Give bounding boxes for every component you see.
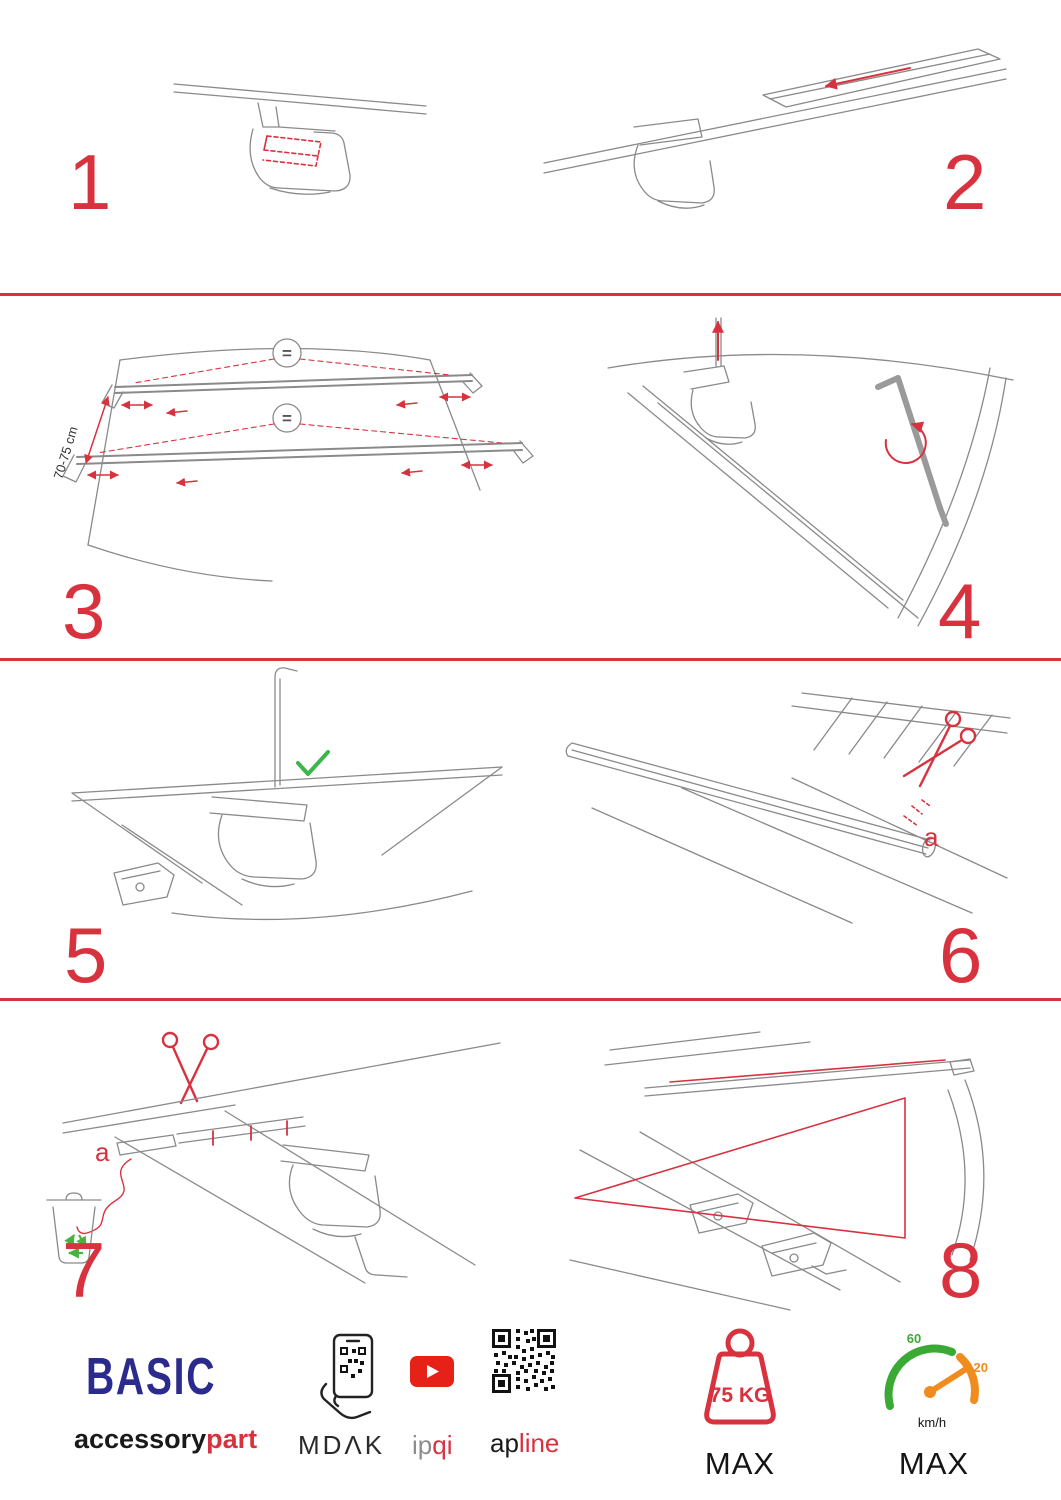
- dimension-arrows: [84, 392, 493, 487]
- step-8-illustration: [569, 1031, 985, 1311]
- max-load-label: MAX: [704, 1446, 776, 1481]
- recycle-icon: [64, 1234, 87, 1259]
- crossbar-distance-label: 70-75 cm: [51, 425, 81, 481]
- step-7-number: 7: [62, 1226, 106, 1314]
- allen-key: [875, 375, 949, 527]
- slide-direction-arrow: [824, 67, 911, 90]
- strip-a-label: a: [924, 822, 939, 852]
- qr-on-phone-screen: [340, 1347, 366, 1378]
- step-5-number: 5: [64, 911, 108, 999]
- series-title: BASIC: [86, 1347, 217, 1406]
- equal-spacing-top: =: [282, 344, 292, 363]
- apline-line-text: line: [518, 1428, 560, 1458]
- step-2-illustration: [543, 48, 1007, 209]
- step-6-number: 6: [939, 911, 983, 999]
- step-3-illustration: = = 70-75 cm: [51, 338, 534, 582]
- step-3-number: 3: [62, 567, 106, 655]
- step-8-number: 8: [939, 1226, 983, 1314]
- strip-line: [669, 1059, 946, 1083]
- cut-marks: [212, 1120, 288, 1146]
- max-load-value: 75 KG: [710, 1384, 771, 1407]
- apline-ap-text: ap: [490, 1428, 519, 1458]
- trash-icon: [46, 1192, 102, 1264]
- max-load-weight-icon: 75 KG: [704, 1328, 776, 1425]
- ipqi-qi-text: qi: [432, 1430, 453, 1460]
- step-1-number: 1: [68, 138, 112, 226]
- ipqi-ip-text: ip: [412, 1430, 433, 1460]
- step-5-illustration: [71, 667, 503, 921]
- equal-spacing-bottom: =: [282, 409, 292, 428]
- step-4-number: 4: [938, 567, 982, 655]
- speed-tick-low: 60: [907, 1331, 921, 1346]
- trim-marks: [903, 799, 931, 827]
- section-divider-2: [0, 658, 1061, 661]
- strip-a-label: a: [95, 1137, 110, 1167]
- speed-tick-high: 120: [966, 1360, 988, 1375]
- brand-wordmark: accessorypart: [74, 1424, 257, 1455]
- checkmark-icon: [296, 750, 330, 776]
- step-2-number: 2: [943, 138, 987, 226]
- step-1-illustration: [173, 83, 427, 195]
- youtube-icon: [410, 1356, 454, 1387]
- section-divider-3: [0, 998, 1061, 1001]
- step-7-illustration: a: [46, 1031, 501, 1284]
- brand-accessory-text: accessory: [74, 1424, 207, 1454]
- equal-spacing-lines: [96, 358, 503, 454]
- section-divider-1: [0, 293, 1061, 296]
- speed-unit: km/h: [918, 1415, 946, 1430]
- alignment-guide-lines: [574, 1097, 906, 1239]
- discard-path-line: [76, 1158, 132, 1235]
- qr-code: [492, 1329, 556, 1393]
- phone-qr-scan-icon: [320, 1333, 374, 1420]
- scissors-icon: [161, 1031, 220, 1105]
- rubber-pad-outline: [262, 135, 322, 167]
- speedometer-icon: 60 120 km/h: [884, 1331, 988, 1430]
- step-6-illustration: a: [565, 692, 1011, 924]
- partner-mdak: MDΛK: [298, 1430, 386, 1460]
- speed-max-label: MAX: [898, 1446, 970, 1481]
- partner-apline: apline: [490, 1428, 559, 1459]
- partner-ipqi: ipqi: [412, 1430, 453, 1461]
- tighten-arrows: [712, 320, 927, 464]
- step-4-illustration: [607, 317, 1014, 627]
- brand-part-text: part: [206, 1424, 258, 1454]
- scissors-icon: [902, 710, 977, 788]
